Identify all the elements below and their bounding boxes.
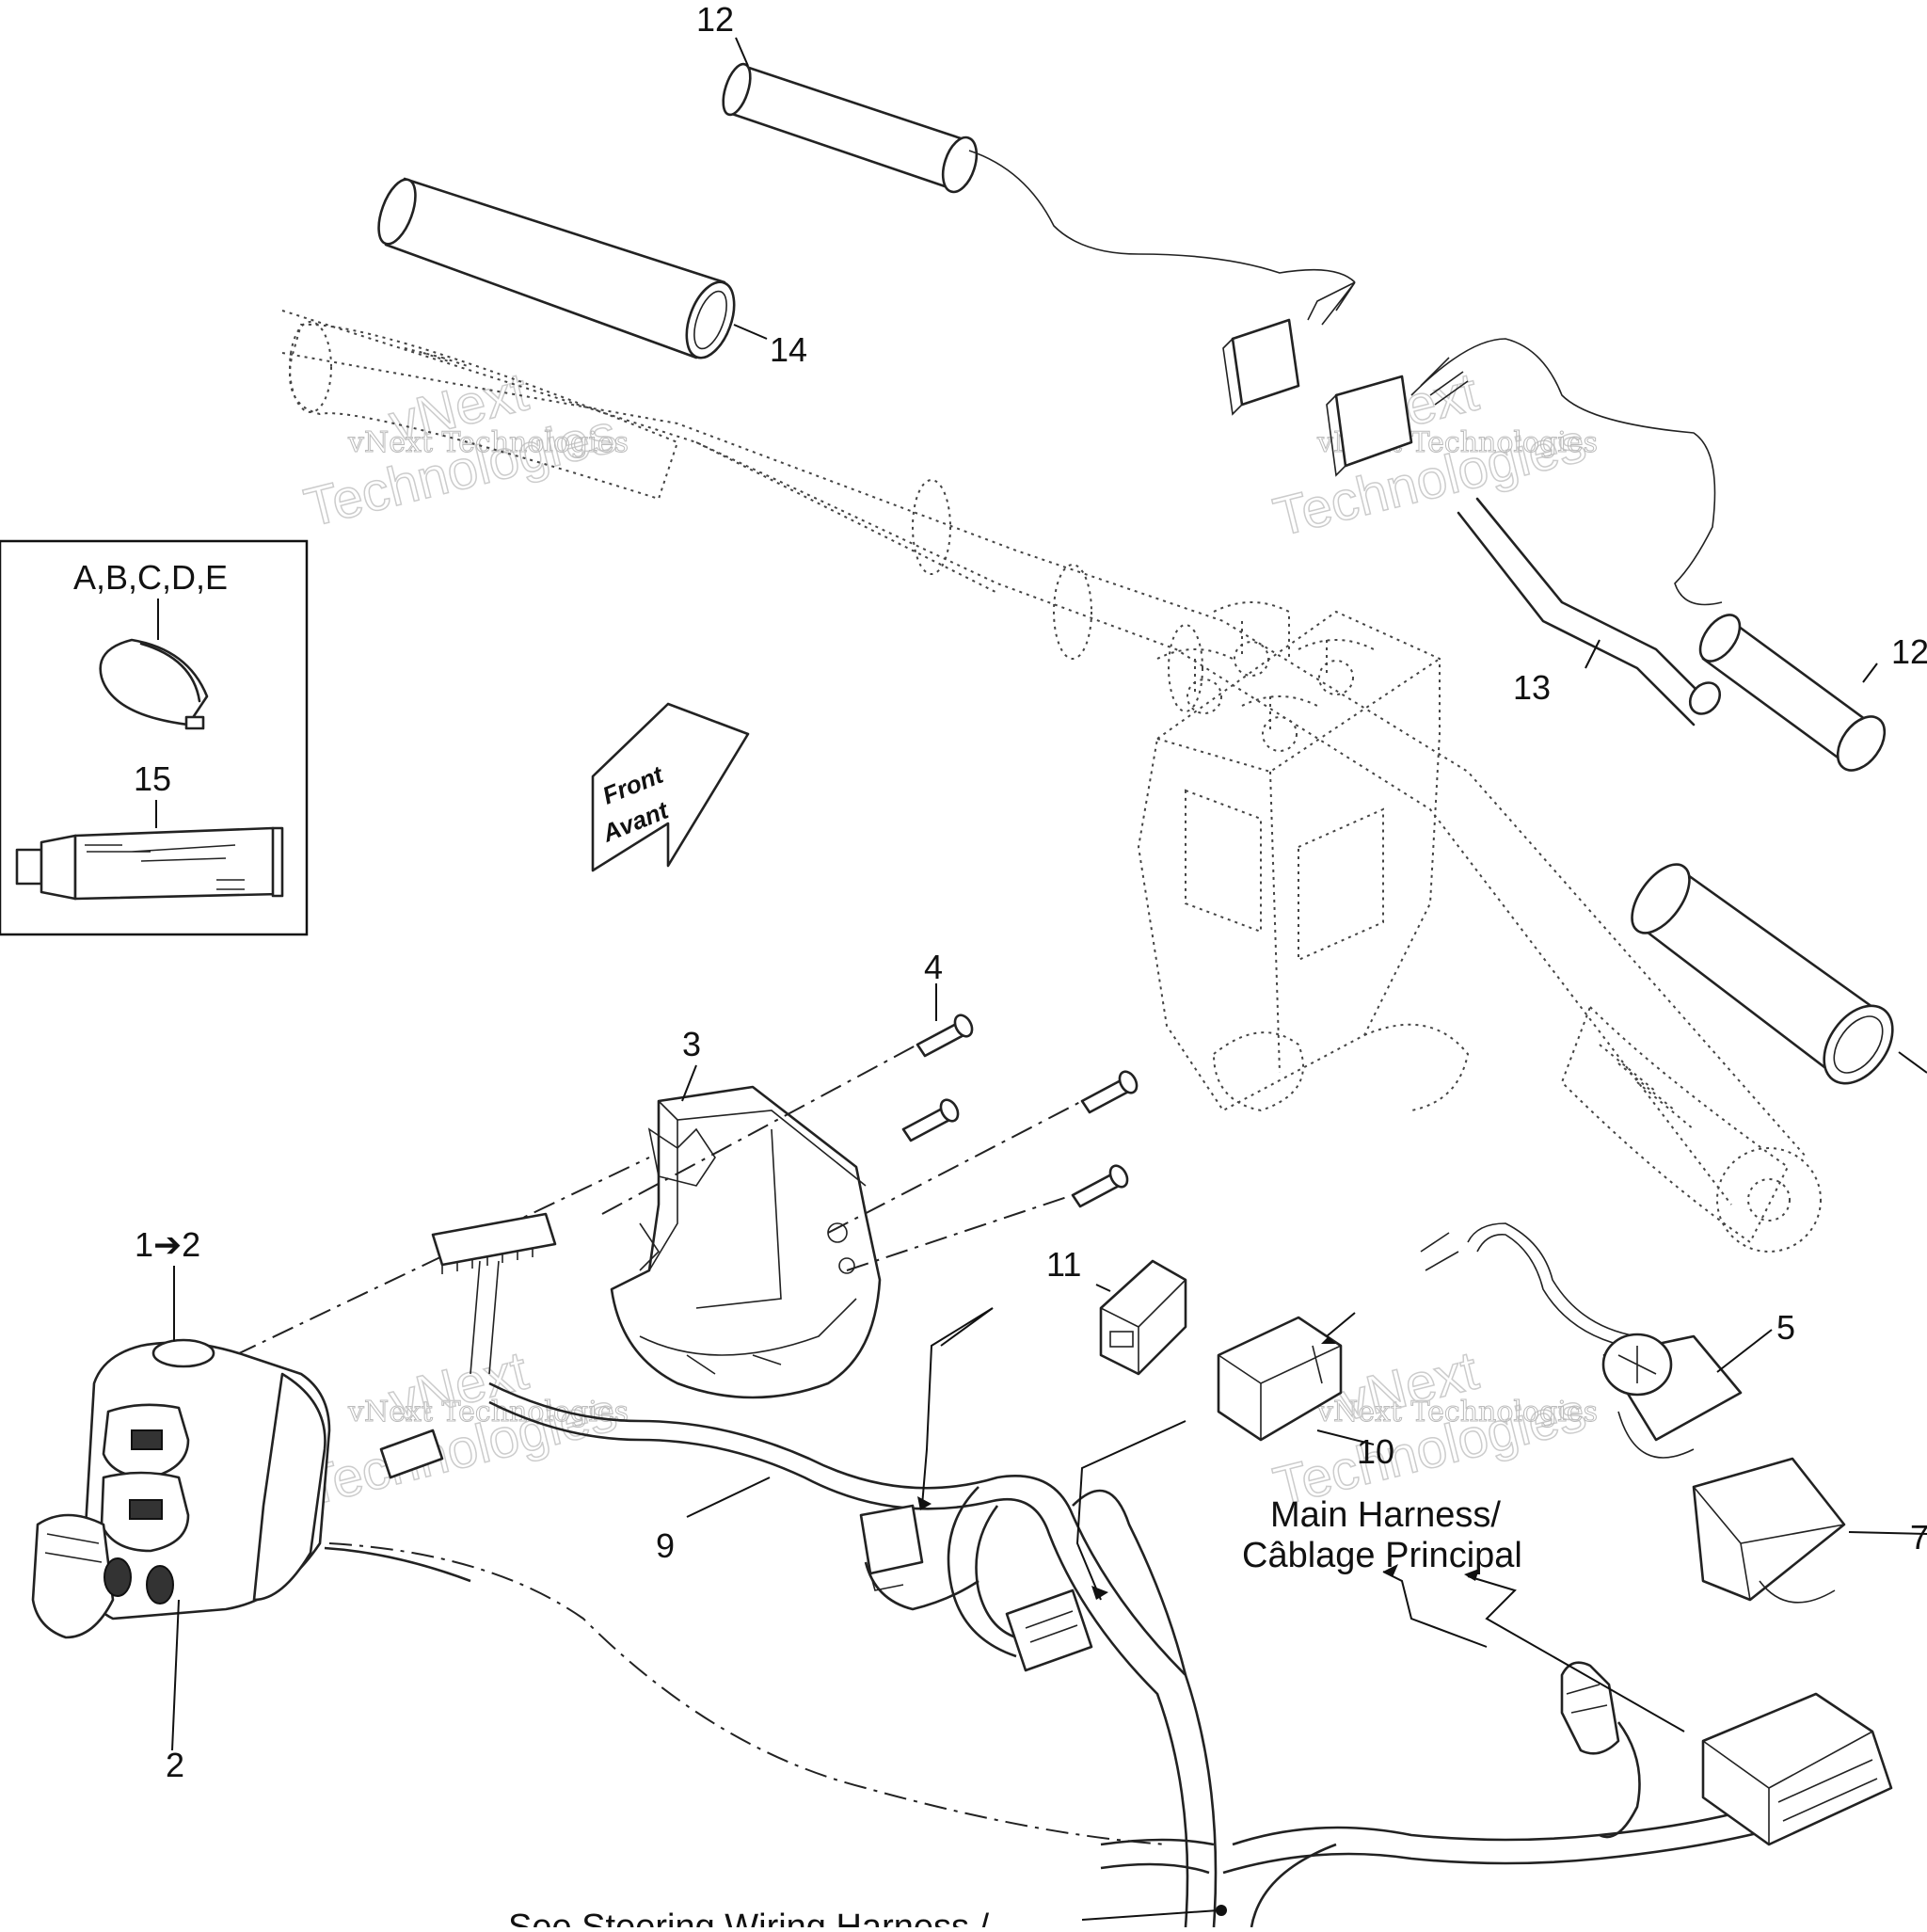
callout-10: 10 — [1357, 1432, 1394, 1471]
leaders — [171, 37, 1927, 1921]
switch-assembly-1 — [31, 1338, 471, 1639]
connector-11 — [1099, 1259, 1187, 1376]
terminal-pins — [1420, 1222, 1638, 1349]
kit-box: A,B,C,D,E 15 — [0, 539, 309, 936]
handlebar-clamp-dotted — [1137, 601, 1470, 1112]
harness-connector-b — [1005, 1589, 1093, 1672]
harness-9 — [488, 1381, 1770, 1928]
callout-7: 7 — [1910, 1518, 1927, 1557]
connector-8pin — [379, 1212, 557, 1479]
arrowheads — [917, 1336, 1479, 1600]
callout-9: 9 — [656, 1526, 675, 1565]
callout-4: 4 — [924, 948, 943, 986]
switch-housing-3 — [610, 1085, 882, 1399]
grip-tube-right — [1631, 863, 1894, 1085]
grip-connector-top — [1222, 318, 1723, 606]
callout-2: 2 — [166, 1746, 184, 1784]
watermark-text: vNext Technologies — [347, 426, 629, 459]
watermark-top-right: Technologies vNext Technologies vNext — [1267, 360, 1599, 549]
main-harness-label: Main Harness/ — [1270, 1495, 1501, 1535]
switch-small-buttons — [104, 1557, 174, 1605]
cap-7 — [1692, 1457, 1846, 1604]
harness-splice — [1216, 1905, 1227, 1916]
callout-12-right: 12 — [1891, 632, 1927, 671]
watermark-text: vNext Technologies — [1316, 1396, 1598, 1429]
callout-14: 14 — [770, 330, 807, 369]
main-harness-connector — [1560, 1661, 1641, 1839]
watermark-text: vNext Technologies — [347, 1396, 629, 1429]
callout-kit: A,B,C,D,E — [73, 558, 228, 597]
heater-grip-12-top — [722, 62, 1356, 326]
callout-3: 3 — [682, 1025, 701, 1063]
grip-tube-14 — [377, 177, 736, 359]
watermark-top-left: Technologies vNext Technologies vNext — [298, 360, 629, 539]
callout-1to2: 1➔2 — [135, 1225, 200, 1264]
pins-4 — [901, 1014, 1139, 1208]
handlebar-dotted — [281, 310, 1822, 1253]
steering-note: See Steering Wiring Harness / — [508, 1908, 990, 1927]
callout-15: 15 — [134, 759, 171, 798]
main-harness-label: Câblage Principal — [1242, 1536, 1522, 1575]
watermark-bottom-left: Technologies vNext Technologies vNext — [298, 1339, 629, 1518]
switch-toggle — [31, 1513, 115, 1639]
switch-button-upper — [102, 1403, 190, 1479]
heater-grip-12-right — [1698, 614, 1887, 772]
callout-12-top: 12 — [696, 0, 734, 39]
callout-13: 13 — [1513, 668, 1551, 707]
switch-button-lower — [100, 1471, 190, 1553]
connector-10 — [1217, 1316, 1343, 1442]
switch-5 — [1601, 1333, 1743, 1459]
tube-compound-icon — [15, 826, 284, 901]
cable-13 — [1457, 497, 1722, 726]
callout-5: 5 — [1776, 1308, 1795, 1347]
callout-11: 11 — [1046, 1245, 1081, 1284]
front-arrow: Front Avant — [591, 702, 750, 872]
relay-box — [1701, 1692, 1893, 1846]
cable-tie-icon — [99, 638, 209, 730]
harness-connector-a — [859, 1504, 924, 1591]
